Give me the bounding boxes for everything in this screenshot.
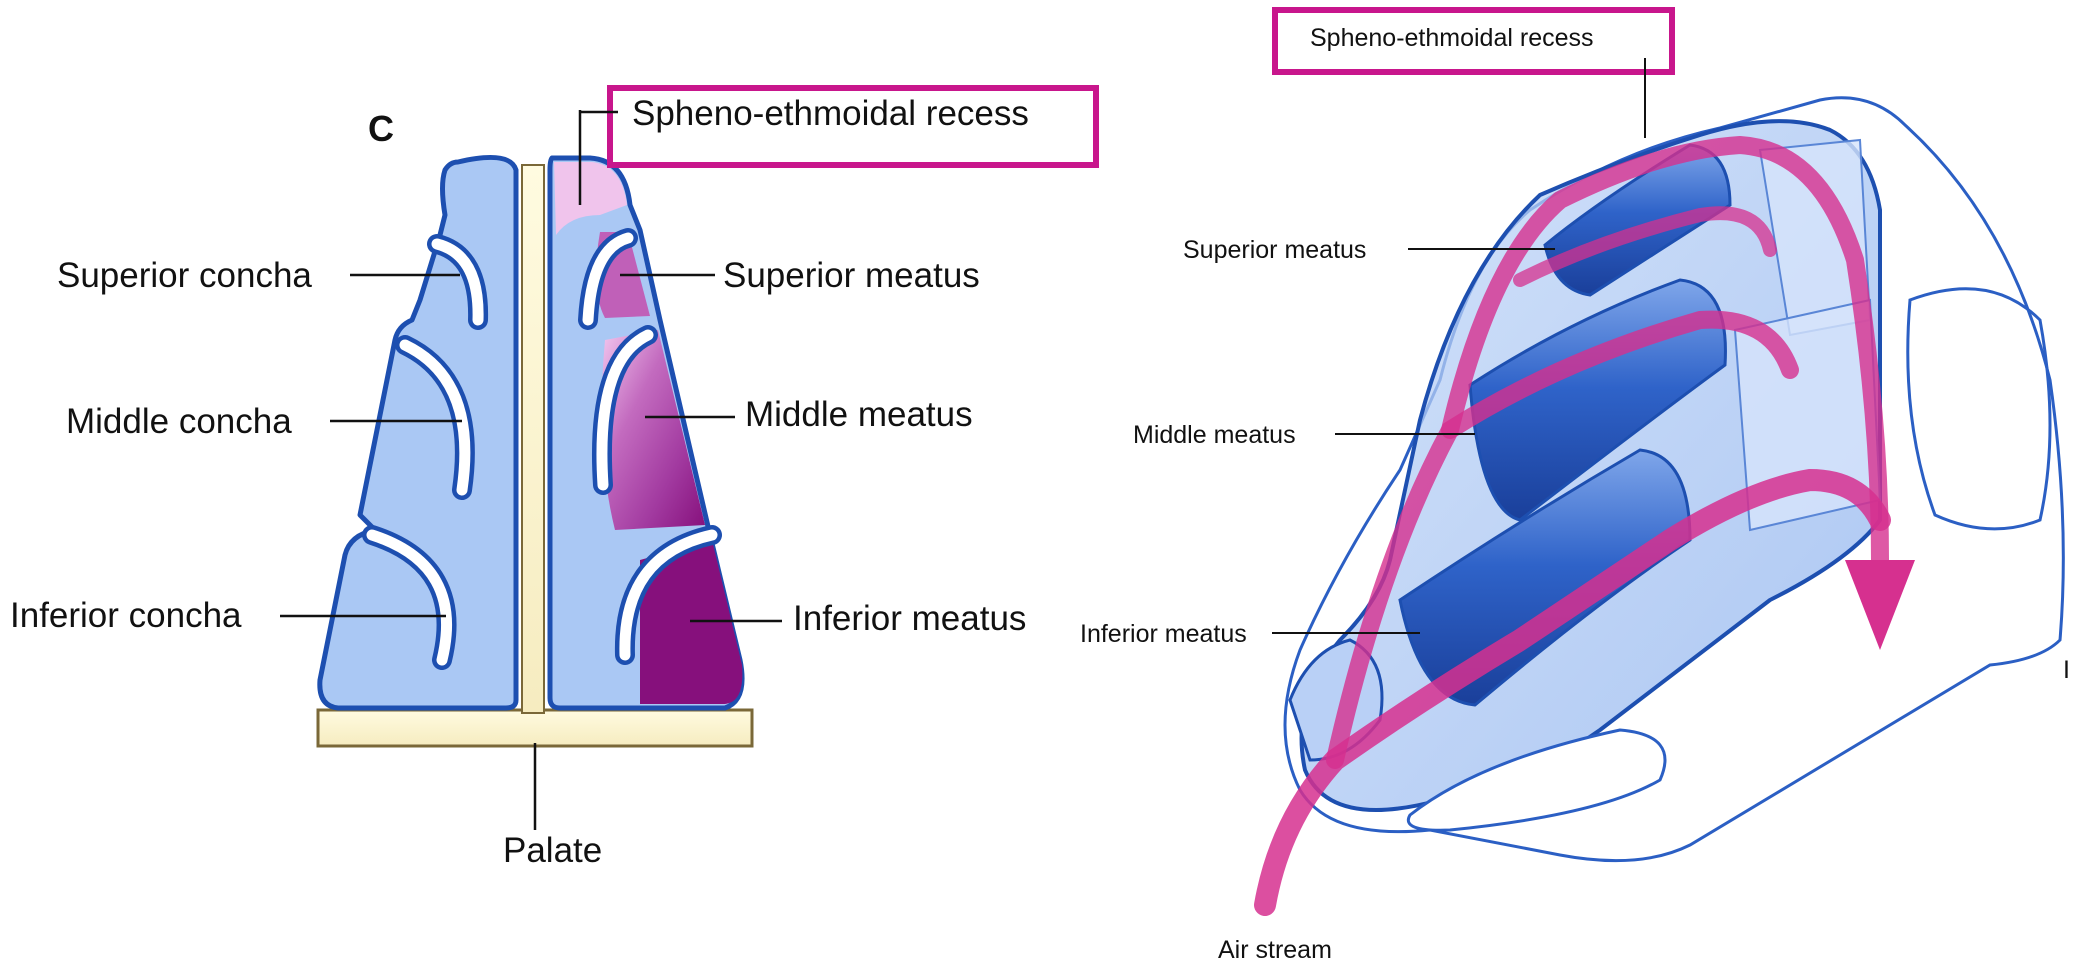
label-air-stream: Air stream <box>1218 936 1332 963</box>
coronal-section-diagram: C Spheno-ethmoidal recess <box>10 88 1096 870</box>
edge-mark: I <box>2063 656 2070 684</box>
palate-bar <box>318 710 752 746</box>
label-spheno-ethmoidal-recess-right: Spheno-ethmoidal recess <box>1310 24 1594 52</box>
label-spheno-ethmoidal-recess-left: Spheno-ethmoidal recess <box>632 94 1029 133</box>
airflow-3d-diagram: Spheno-ethmoidal recess Superior meatus … <box>1080 10 2070 963</box>
label-superior-meatus-3d: Superior meatus <box>1183 236 1366 264</box>
label-inferior-concha: Inferior concha <box>10 596 242 635</box>
label-middle-concha: Middle concha <box>66 402 292 441</box>
label-middle-meatus: Middle meatus <box>745 395 973 434</box>
panel-letter: C <box>368 108 394 149</box>
label-inferior-meatus: Inferior meatus <box>793 599 1026 638</box>
label-middle-meatus-3d: Middle meatus <box>1133 421 1296 449</box>
label-inferior-meatus-3d: Inferior meatus <box>1080 620 1247 648</box>
label-superior-meatus: Superior meatus <box>723 256 980 295</box>
nasal-septum <box>522 165 544 713</box>
label-superior-concha: Superior concha <box>57 256 312 295</box>
left-nasal-wall <box>320 158 516 709</box>
label-palate: Palate <box>503 831 602 870</box>
